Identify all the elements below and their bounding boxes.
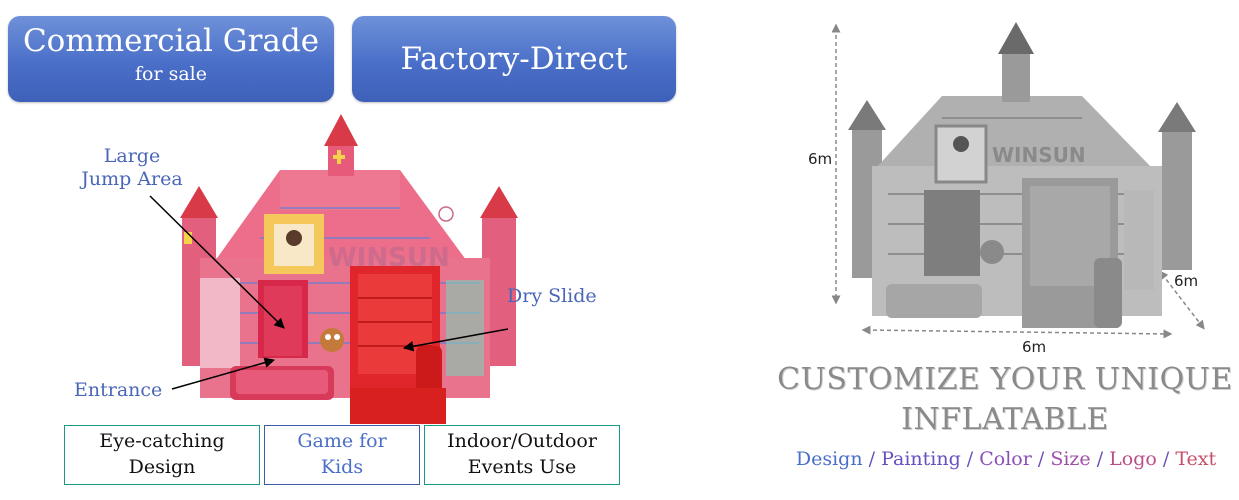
feature-2-line1: Game for <box>297 430 387 453</box>
width-dimension-label: 6m <box>1022 338 1047 356</box>
feature-eye-catching: Eye-catching Design <box>64 425 260 485</box>
bounce-castle-photo: WINSUN <box>180 114 518 424</box>
option-text: Text <box>1175 448 1217 470</box>
height-dimension-label: 6m <box>808 150 833 168</box>
feature-1-line1: Eye-catching <box>99 430 225 453</box>
for-sale-text: for sale <box>135 63 207 85</box>
option-separator: / <box>1156 448 1176 470</box>
option-size: Size <box>1050 448 1091 470</box>
dry-slide-callout: Dry Slide <box>507 285 597 307</box>
option-separator: / <box>1090 448 1110 470</box>
option-separator: / <box>960 448 980 470</box>
callout-jump-area-text: Jump Area <box>81 167 183 190</box>
commercial-grade-title: Commercial Grade <box>22 23 320 59</box>
feature-indoor-outdoor: Indoor/Outdoor Events Use <box>424 425 620 485</box>
large-jump-area-callout: Large Jump Area <box>74 145 190 191</box>
option-separator: / <box>1031 448 1051 470</box>
customization-options: Design / Painting / Color / Size / Logo … <box>760 448 1239 470</box>
depth-dimension-label: 6m <box>1174 272 1199 290</box>
customize-line1: CUSTOMIZE YOUR UNIQUE <box>777 362 1233 397</box>
bounce-castle-dimension-photo: WINSUN <box>832 22 1205 339</box>
factory-direct-title: Factory-Direct <box>400 41 628 77</box>
option-separator: / <box>862 448 882 470</box>
option-painting: Painting <box>881 448 961 470</box>
feature-game-for-kids: Game for Kids <box>264 425 420 485</box>
customize-line2: INFLATABLE <box>901 402 1109 437</box>
commercial-grade-badge: Commercial Grade for sale <box>8 16 334 102</box>
callout-large-text: Large <box>103 145 161 167</box>
feature-3-line2: Events Use <box>467 456 577 478</box>
feature-1-line2: Design <box>128 456 196 478</box>
feature-2-line2: Kids <box>320 456 364 478</box>
brand-mark-gray: WINSUN <box>992 143 1086 167</box>
entrance-callout: Entrance <box>74 379 163 401</box>
option-design: Design <box>795 448 863 470</box>
feature-3-line1: Indoor/Outdoor <box>447 430 597 453</box>
factory-direct-badge: Factory-Direct <box>352 16 676 102</box>
customize-headline: CUSTOMIZE YOUR UNIQUE INFLATABLE <box>760 360 1239 440</box>
option-logo: Logo <box>1109 448 1157 470</box>
option-color: Color <box>979 448 1032 470</box>
